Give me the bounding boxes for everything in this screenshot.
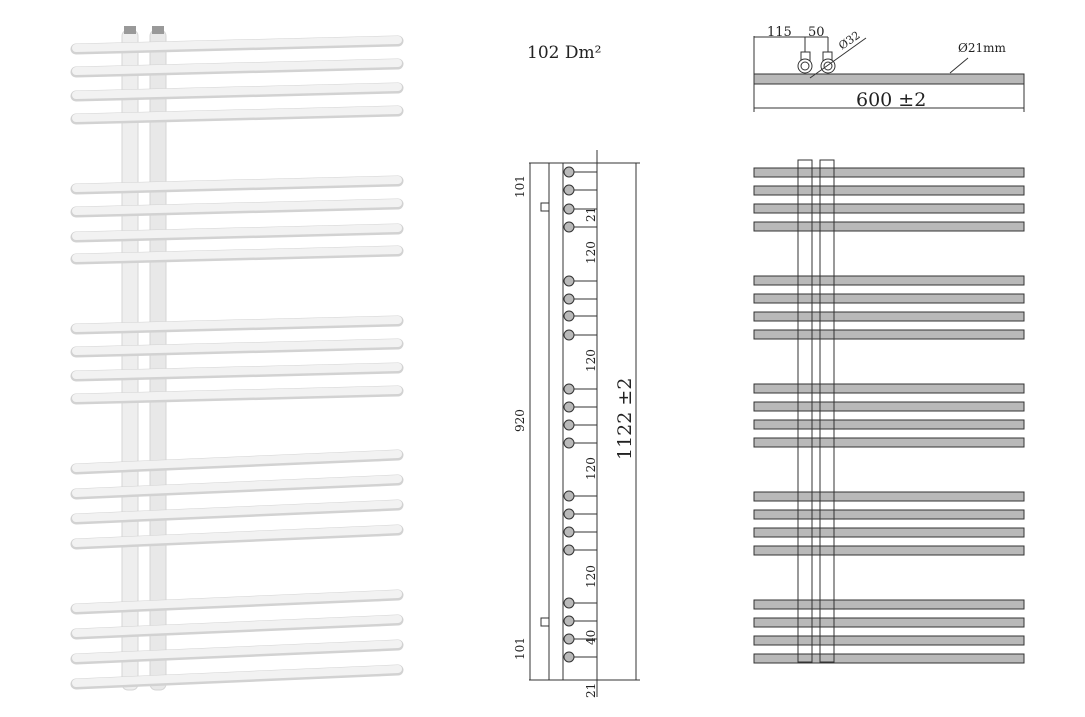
valve-cap [152,26,164,34]
front-tube [753,167,1025,178]
side-tube-circle [563,437,575,449]
radiator-bar [72,500,402,522]
side-tube-circle [563,310,575,322]
valve-cap [124,26,136,34]
radiator-bar [72,386,402,402]
side-tube-circle [563,490,575,502]
dim-gap-2: 120 [584,349,598,372]
front-tube [753,275,1025,286]
side-collector [548,162,564,681]
front-tube [753,383,1025,394]
radiator-bar [72,246,402,262]
front-tube [753,401,1025,412]
front-tube [753,527,1025,538]
dim-o21: Ø21mm [958,41,1006,55]
top-tube [753,73,1025,85]
side-tube-circle [563,526,575,538]
front-tube [753,617,1025,628]
dim-o32: Ø32 [836,29,862,53]
side-tube-circle [563,651,575,663]
dim-top-101: 101 [513,175,527,198]
front-tube [753,509,1025,520]
bottom-connection [540,617,550,627]
side-tube-circle [563,184,575,196]
side-tube-circle [563,166,575,178]
side-tube-circle [563,401,575,413]
radiator-bar [72,475,402,497]
side-tube-circle [563,383,575,395]
dim-920: 920 [513,409,527,432]
dim-bottom-21: 21 [584,683,598,698]
side-tube-circle [563,633,575,645]
radiator-bar [72,176,402,192]
front-tube [753,653,1025,664]
dim-top-21: 21 [584,207,598,222]
radiator-bar [72,590,402,612]
dim-bottom-101: 101 [513,637,527,660]
dim-50: 50 [808,25,825,40]
front-tube [753,599,1025,610]
side-dimension-labels: 101 101 920 1122 ±2 21 120 120 120 120 4… [513,175,636,698]
radiator-post [121,29,139,691]
dim-40: 40 [584,630,598,645]
side-view-drawing [529,150,640,697]
front-tube [753,419,1025,430]
radiator-bar [72,224,402,240]
radiator-bar [72,83,402,99]
dim-gap-3: 120 [584,457,598,480]
front-tube [753,185,1025,196]
radiator-bar [72,640,402,662]
front-tube [753,635,1025,646]
radiator-bar [72,525,402,547]
front-tube [753,311,1025,322]
radiator-bar [72,615,402,637]
front-post [797,159,813,663]
front-tube [753,491,1025,502]
radiator-bar [72,106,402,122]
side-tube-circle [563,615,575,627]
side-tube-circle [563,221,575,233]
radiator-bar [72,339,402,355]
side-tube-circle [563,329,575,341]
front-tube [753,545,1025,556]
surface-area-label: 102 Dm² [527,43,601,63]
front-post [819,159,835,663]
side-tube-circle [563,419,575,431]
side-tube-circle [563,275,575,287]
front-tube [753,293,1025,304]
radiator-bar [72,450,402,472]
radiator-render [70,26,404,691]
radiator-bar [72,199,402,215]
radiator-bar [72,363,402,379]
top-view-drawing [753,36,1025,112]
dim-115: 115 [767,25,792,40]
side-tube-circle [563,544,575,556]
side-tube-circle [563,508,575,520]
radiator-bar [72,59,402,75]
radiator-post [149,29,167,691]
front-tube [753,329,1025,340]
side-tube-circle [563,293,575,305]
top-connection [540,202,550,212]
dim-gap-4: 120 [584,565,598,588]
dim-1122: 1122 ±2 [614,378,636,460]
front-tube [753,221,1025,232]
side-tube-circle [563,203,575,215]
dim-600: 600 ±2 [856,89,926,111]
side-tube-circle [563,597,575,609]
radiator-bar [72,665,402,687]
front-tube [753,203,1025,214]
front-tube [753,437,1025,448]
dim-gap-1: 120 [584,241,598,264]
front-view-drawing [753,159,1025,664]
radiator-bar [72,36,402,52]
radiator-bar [72,316,402,332]
